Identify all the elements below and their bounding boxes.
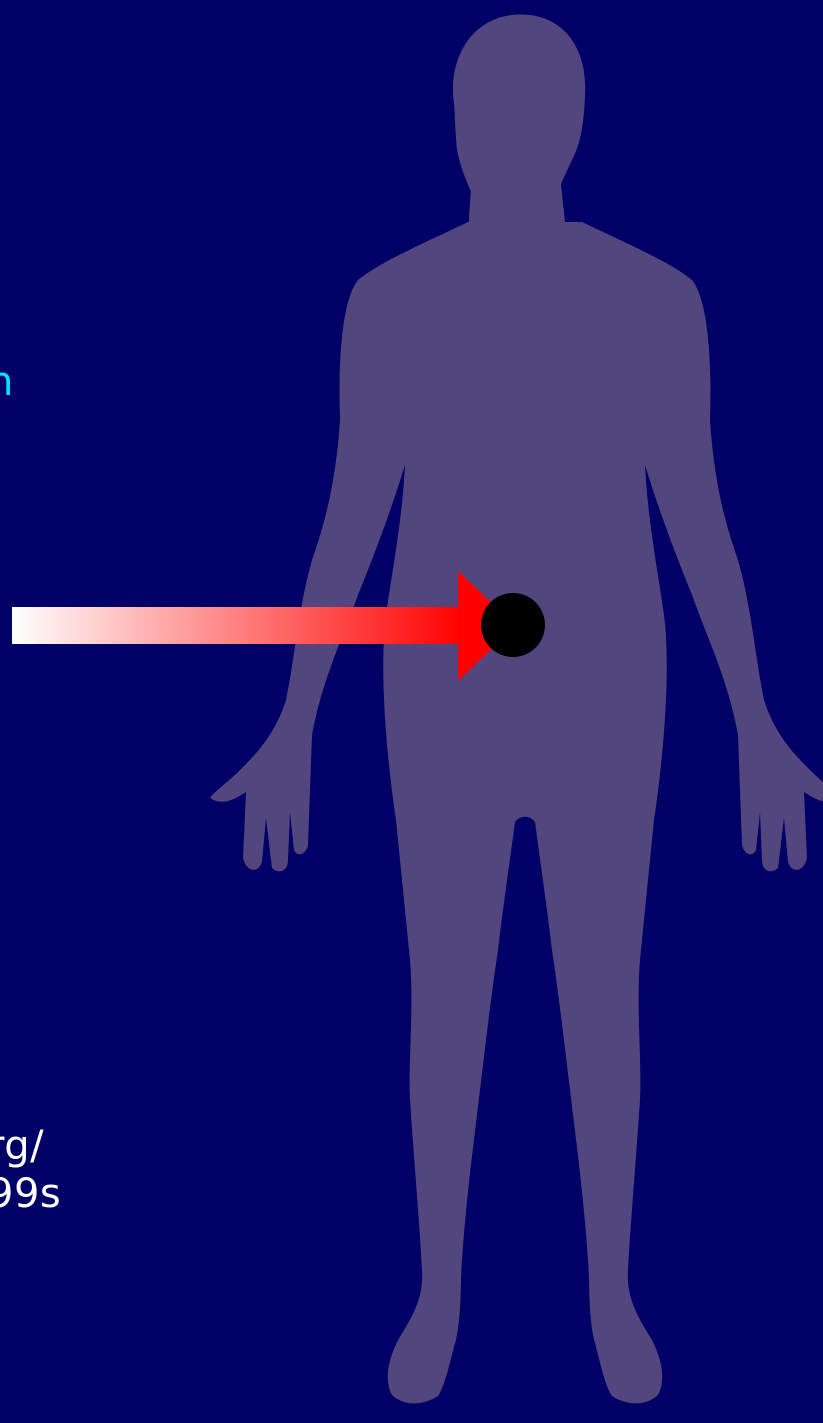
silhouette-body xyxy=(210,222,823,1403)
silhouette-head xyxy=(453,15,585,198)
source-line-1: rg/ xyxy=(0,1122,44,1170)
arrow-shaft xyxy=(12,607,464,644)
human-silhouette-icon xyxy=(210,15,823,1404)
source-line-2: 99s xyxy=(0,1170,61,1218)
target-dot-icon xyxy=(481,593,545,657)
heading-fragment: n xyxy=(0,358,14,406)
